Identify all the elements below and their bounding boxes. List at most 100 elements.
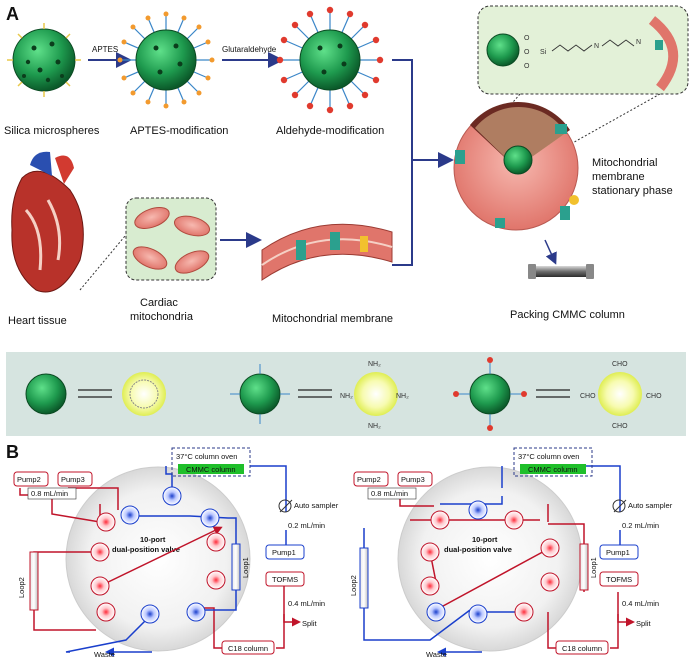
left-flow1-label: 0.8 mL/min (31, 489, 68, 498)
nh2-left: NH₂ (340, 393, 353, 400)
left-tofms-label: TOFMS (272, 575, 298, 584)
right-cmmc-box (520, 464, 586, 474)
chem-n2: N (636, 39, 641, 46)
left-auto-label: Auto sampler (294, 501, 339, 510)
mito-membrane-label: Mitochondrial membrane (272, 313, 393, 325)
to-column-arrow (544, 239, 557, 265)
right-tofms-label: TOFMS (606, 575, 632, 584)
mitochondria-box (125, 197, 217, 281)
left-pump3-label: Pump3 (61, 475, 85, 484)
nh2-bottom: NH₂ (368, 423, 381, 430)
left-valve-label-2: dual-position valve (112, 545, 180, 554)
glutaraldehyde-arrow-label: Glutaraldehyde (222, 45, 277, 54)
packing-label: Packing CMMC column (510, 309, 625, 321)
equiv-silica (25, 372, 166, 416)
left-flow1-box (27, 487, 77, 500)
right-pump1-box (599, 544, 639, 560)
chem-inset: O O O Si N N (477, 5, 689, 95)
valve-diagram-right: 10-port dual-position valve Loop2 Loop1 (349, 447, 673, 659)
aptes-sphere (117, 11, 215, 109)
left-loop2: Loop2 (17, 577, 26, 598)
right-oven-label: 37°C column oven (518, 452, 579, 461)
panel-b-label: B (6, 442, 19, 462)
right-valve-label-1: 10-port (472, 535, 498, 544)
left-oven-label: 37°C column oven (176, 452, 237, 461)
cardiac-label-2: mitochondria (130, 311, 194, 323)
right-pump3-label: Pump3 (401, 475, 425, 484)
right-flow1-label: 0.8 mL/min (371, 489, 408, 498)
left-pump1-label: Pump1 (272, 548, 296, 557)
aptes-arrow-label: APTES (92, 45, 118, 54)
left-pump3-box (57, 471, 93, 487)
right-pump2-box (353, 471, 389, 487)
valve-diagram-left: 10-port dual-position valve Loop2 Loop1 (13, 447, 339, 659)
merge-bracket (392, 59, 413, 266)
left-loop1: Loop1 (241, 557, 250, 578)
right-flow3-label: 0.4 mL/min (622, 599, 659, 608)
silica-label: Silica microspheres (4, 125, 100, 137)
aptes-label: APTES-modification (130, 125, 228, 137)
left-pump2-label: Pump2 (17, 475, 41, 484)
inset-line-2 (559, 93, 661, 151)
cmmc-column-icon (528, 264, 594, 279)
left-valve-label-1: 10-port (140, 535, 166, 544)
silica-sphere (7, 23, 81, 97)
right-flow2-label: 0.2 mL/min (622, 521, 659, 530)
left-cmmc-box (178, 464, 244, 474)
chem-o1: O (524, 35, 530, 42)
left-flow3-label: 0.4 mL/min (288, 599, 325, 608)
left-tofms-box (265, 571, 305, 587)
right-c18-box (555, 640, 609, 655)
left-split-label: Split (302, 619, 318, 628)
chem-n1: N (594, 43, 599, 50)
heart-label: Heart tissue (8, 315, 67, 327)
left-c18-box (221, 640, 275, 655)
chem-si: Si (540, 49, 547, 56)
right-pump1-label: Pump1 (606, 548, 630, 557)
equiv-aptes: NH₂ NH₂ NH₂ NH₂ (230, 361, 409, 430)
right-c18-label: C18 column (562, 644, 602, 653)
heart-illustration (11, 151, 84, 293)
heart-zoom-line (79, 229, 131, 291)
left-pump1-box (265, 544, 305, 560)
right-flow1-box (367, 487, 417, 500)
left-flow2-label: 0.2 mL/min (288, 521, 325, 530)
aldehyde-sphere (276, 6, 384, 114)
right-loop2: Loop2 (349, 575, 358, 596)
right-pump2-label: Pump2 (357, 475, 381, 484)
right-cmmc-label: CMMC column (528, 465, 578, 474)
cardiac-label-1: Cardiac (140, 297, 178, 309)
right-split-label: Split (636, 619, 652, 628)
left-cmmc-label: CMMC column (186, 465, 236, 474)
cho-left: CHO (580, 393, 596, 400)
left-c18-label: C18 column (228, 644, 268, 653)
right-valve-label-2: dual-position valve (444, 545, 512, 554)
stationary-label-3: stationary phase (592, 185, 673, 197)
nh2-top: NH₂ (368, 361, 381, 368)
chem-o3: O (524, 63, 530, 70)
right-auto-label: Auto sampler (628, 501, 673, 510)
chem-o2: O (524, 49, 530, 56)
right-oven-box (513, 447, 593, 477)
aldehyde-label: Aldehyde-modification (276, 125, 384, 137)
right-loop1: Loop1 (589, 557, 598, 578)
cho-right: CHO (646, 393, 662, 400)
stationary-label-1: Mitochondrial (592, 157, 657, 169)
nh2-right: NH₂ (396, 393, 409, 400)
membrane-slab (261, 223, 393, 281)
equivalence-panel (6, 352, 686, 436)
right-pump3-box (397, 471, 433, 487)
panel-a-label: A (6, 4, 19, 24)
right-tofms-box (599, 571, 639, 587)
stationary-phase-sphere (453, 102, 579, 231)
left-oven-box (171, 447, 251, 477)
equiv-aldehyde: CHO CHO CHO CHO (453, 357, 662, 431)
cho-bottom: CHO (612, 423, 628, 430)
left-waste-label: Waste (94, 650, 115, 659)
left-pump2-box (13, 471, 49, 487)
cho-top: CHO (612, 361, 628, 368)
right-waste-label: Waste (426, 650, 447, 659)
stationary-label-2: membrane (592, 171, 645, 183)
